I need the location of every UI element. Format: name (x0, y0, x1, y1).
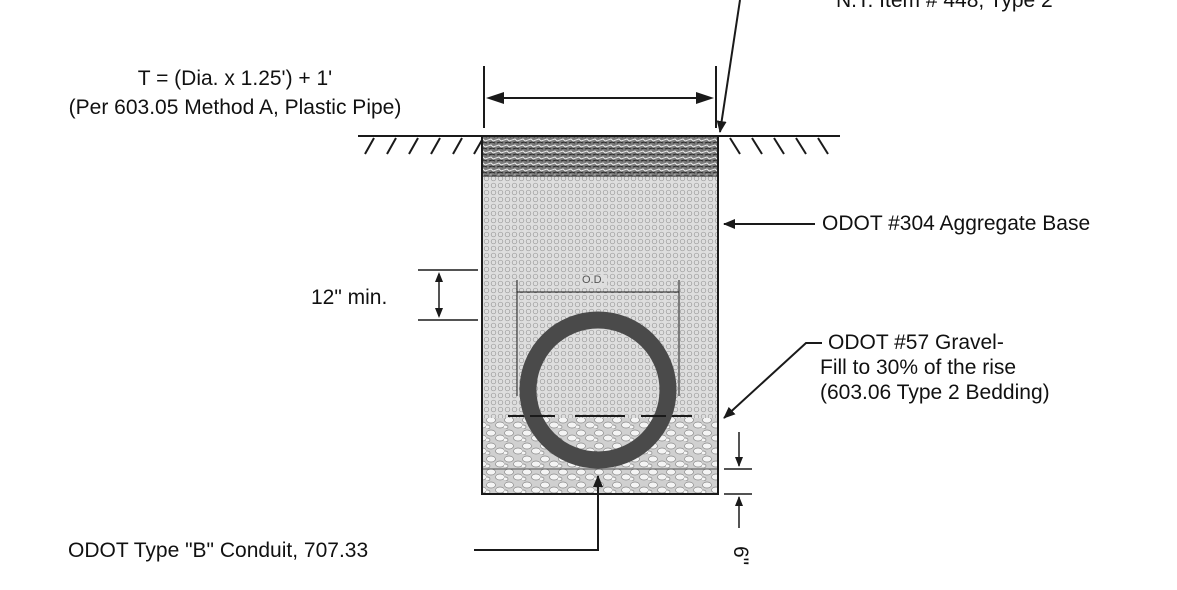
od-dimension (516, 280, 680, 396)
gravel-bedding-line: (603.06 Type 2 Bedding) (820, 381, 1050, 404)
od-label: O.D. (580, 274, 607, 286)
gravel-bedding-line: Fill to 30% of the rise (820, 356, 1017, 379)
trench-width-method: (Per 603.05 Method A, Plastic Pipe) (68, 96, 402, 119)
min-cover-label: 12" min. (311, 286, 388, 309)
min-cover-dimension (418, 269, 478, 321)
top-callout-label: N.T. Item # 448, Type 2 (836, 0, 1053, 12)
asphalt-layer (482, 136, 718, 176)
trench-width-dimension (483, 66, 717, 128)
ground-surface (358, 135, 840, 155)
gravel-bedding-label: ODOT #57 Gravel- Fill to 30% of the rise… (820, 330, 1050, 405)
trench-width-formula: T = (Dia. x 1.25') + 1' (137, 67, 333, 90)
top-callout-leader (716, 0, 741, 133)
bedding-depth-dimension (724, 432, 752, 528)
conduit-label: ODOT Type "B" Conduit, 707.33 (68, 539, 369, 562)
bedding-depth-label: 6" (729, 546, 752, 566)
trench-outline (481, 135, 719, 495)
gravel-leader (723, 342, 822, 419)
conduit-leader (474, 475, 603, 551)
conduit-pipe (519, 311, 677, 469)
gravel-bedding-line: ODOT #57 Gravel- (828, 331, 1004, 354)
aggregate-base-label: ODOT #304 Aggregate Base (822, 212, 1091, 235)
